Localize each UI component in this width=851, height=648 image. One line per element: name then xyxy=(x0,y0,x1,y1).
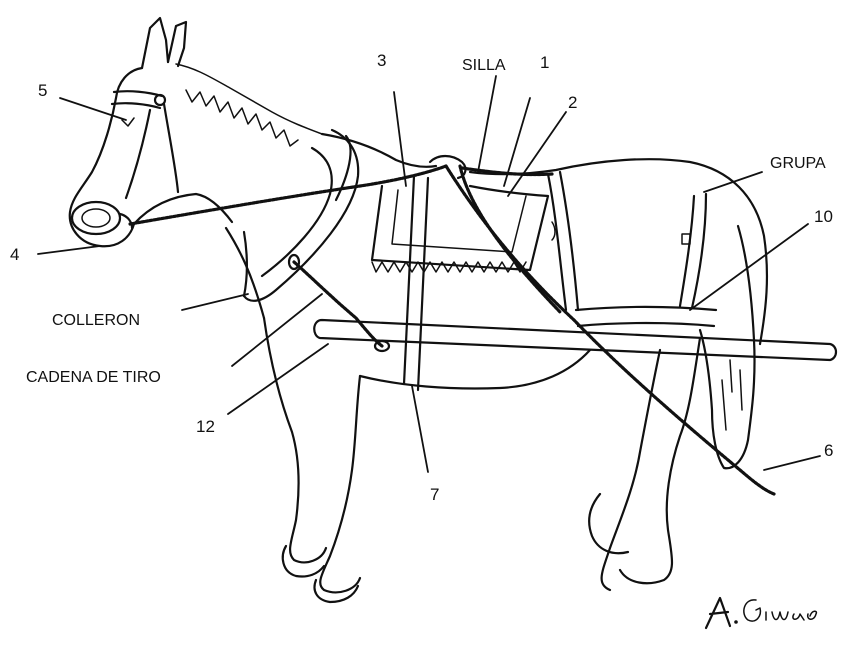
bridle xyxy=(72,91,178,234)
label-grupa: GRUPA xyxy=(770,155,826,172)
leader-12 xyxy=(228,344,328,414)
saddle-fringe xyxy=(372,262,526,272)
collar-outer xyxy=(244,130,358,301)
label-1: 1 xyxy=(540,53,549,72)
horse-ear-left xyxy=(142,18,168,68)
girth-strap-2 xyxy=(418,178,428,390)
leader-lines xyxy=(38,76,820,472)
bridle-cheekpiece xyxy=(164,104,178,192)
collar xyxy=(244,130,358,301)
bridle-browband-lower xyxy=(112,103,160,108)
breeching-bottom xyxy=(578,323,714,326)
horse-rear-leg-inner xyxy=(602,350,660,590)
horse-belly xyxy=(360,350,590,389)
label-2: 2 xyxy=(568,93,577,112)
noseband xyxy=(72,202,120,234)
leader-6 xyxy=(764,456,820,470)
noseband-inner xyxy=(82,209,110,227)
leader-7 xyxy=(412,386,428,472)
hip-strap-rear-2 xyxy=(692,194,706,308)
label-12: 12 xyxy=(196,417,215,436)
signature-letter-a xyxy=(706,598,730,628)
leader-3 xyxy=(394,92,406,186)
horse-mane-wave xyxy=(186,90,298,146)
horse-tail xyxy=(700,226,755,468)
leader-colleron xyxy=(182,294,248,310)
horse-tail-hair xyxy=(722,360,742,430)
leader-10 xyxy=(690,224,808,310)
signature-dot xyxy=(734,620,738,624)
trace-chain-line xyxy=(294,262,382,346)
label-6: 6 xyxy=(824,441,833,460)
rein-long xyxy=(446,166,774,494)
label-7: 7 xyxy=(430,485,439,504)
label-3: 3 xyxy=(377,51,386,70)
saddle xyxy=(372,156,548,390)
rein-front xyxy=(130,166,446,224)
signature-rest xyxy=(766,611,816,620)
horse-neck-crest xyxy=(322,134,436,167)
signature-g xyxy=(744,600,761,621)
horse-ear-right xyxy=(168,22,186,66)
crupper xyxy=(548,172,716,326)
leader-silla xyxy=(478,76,496,172)
crupper-ring xyxy=(552,222,555,240)
label-silla: SILLA xyxy=(462,57,506,74)
hip-strap-rear xyxy=(680,196,694,306)
leader-4 xyxy=(38,246,100,254)
horse-outline xyxy=(70,18,767,602)
horse-front-leg-right xyxy=(320,376,360,592)
leader-cadena xyxy=(232,294,322,366)
shaft xyxy=(314,320,836,360)
label-cadena-de-tiro: CADENA DE TIRO xyxy=(26,369,161,386)
bridle-browband xyxy=(114,91,162,96)
label-5: 5 xyxy=(38,81,47,100)
artist-signature xyxy=(706,598,816,628)
saddle-pad xyxy=(372,186,548,270)
label-4: 4 xyxy=(10,245,19,264)
leader-grupa xyxy=(704,172,762,192)
horse-front-leg-left xyxy=(264,318,326,562)
bit xyxy=(120,214,132,228)
leader-2 xyxy=(508,112,566,196)
label-colleron: COLLERON xyxy=(52,312,140,329)
girth-strap xyxy=(404,176,414,384)
trace-chain xyxy=(289,255,389,351)
horse-rear-hoof-2 xyxy=(589,494,628,553)
label-10: 10 xyxy=(814,207,833,226)
horse-face xyxy=(70,68,142,246)
cart-shaft xyxy=(314,320,836,360)
